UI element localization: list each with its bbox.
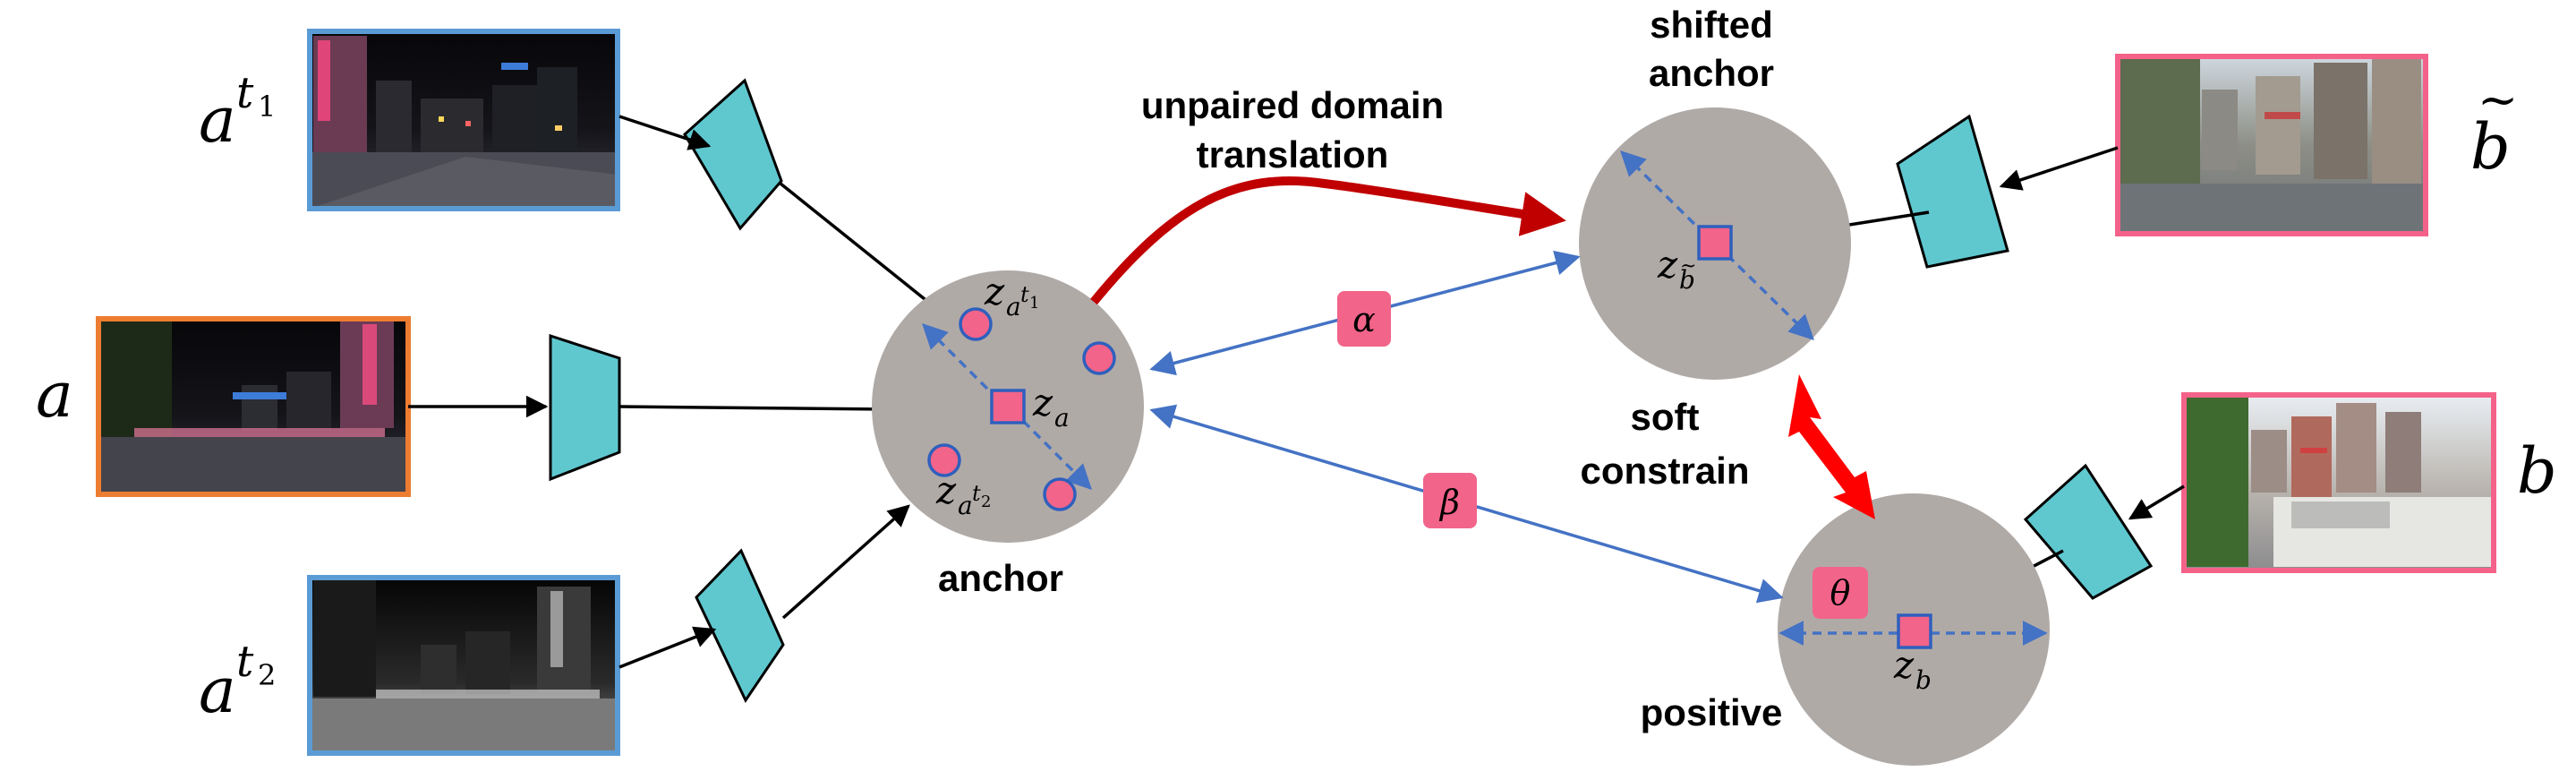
z-b-sub: b xyxy=(1915,665,1932,695)
image-a-t2 xyxy=(307,575,620,756)
shifted-dashed-arrows xyxy=(1620,150,1815,340)
encoder-a xyxy=(549,333,621,482)
shifted-anchor-label-line1: shifted xyxy=(1650,4,1773,46)
z-b-base: z xyxy=(1893,643,1915,687)
z-a-t1-base: z xyxy=(984,270,1005,313)
label-a-t2-sub: 2 xyxy=(258,658,276,692)
image-a xyxy=(96,316,411,497)
encoder-b xyxy=(2023,463,2154,600)
label-z-a-t1: z a t 1 xyxy=(984,270,1039,321)
label-a-t2-base: a xyxy=(199,654,236,727)
label-a-t2: a t 2 xyxy=(199,637,276,727)
label-b-tilde-base: b xyxy=(2470,110,2511,184)
label-a-t1-base: a xyxy=(199,83,236,157)
label-a-t1-sub: 1 xyxy=(258,90,276,124)
label-z-a: z a xyxy=(1032,381,1070,433)
label-a-t1-sup: t xyxy=(236,68,254,118)
z-a-sub: a xyxy=(1054,403,1070,433)
image-a-t1 xyxy=(307,29,620,211)
label-a-t1: a t 1 xyxy=(199,68,276,157)
neighbor-points xyxy=(927,307,1116,511)
z-a-t1-subsupsub: 1 xyxy=(1029,294,1039,313)
embedding-squares xyxy=(990,225,1932,649)
shifted-anchor-label-line2: anchor xyxy=(1649,52,1774,94)
soft-constrain-line2: constrain xyxy=(1580,450,1749,492)
z-a-t2-sub: a xyxy=(958,491,973,520)
alpha-label: α xyxy=(1352,300,1376,339)
beta-badge: β xyxy=(1423,473,1477,528)
z-a-t2-subsupsub: 2 xyxy=(981,493,991,511)
beta-label: β xyxy=(1438,483,1460,522)
positive-label: positive xyxy=(1641,691,1783,733)
translation-arrow xyxy=(1090,176,1566,305)
z-b-tilde-sub: b xyxy=(1679,265,1695,295)
encoder-a-t1 xyxy=(683,78,783,231)
z-a-t1-sub: a xyxy=(1006,292,1021,321)
theta-badge: θ xyxy=(1813,567,1868,619)
image-b xyxy=(2181,392,2496,573)
encoder-b-tilde xyxy=(1896,114,2009,269)
anchor-label: anchor xyxy=(938,557,1063,599)
label-b: b xyxy=(2517,434,2557,508)
soft-constrain-arrow xyxy=(1788,374,1875,519)
soft-constrain-line1: soft xyxy=(1631,396,1700,438)
z-a-t2-base: z xyxy=(935,468,957,512)
z-a-base: z xyxy=(1032,381,1053,424)
image-b-tilde xyxy=(2115,54,2428,236)
label-a: a xyxy=(36,358,73,432)
label-z-b: z b xyxy=(1893,643,1932,695)
encoder-a-t2 xyxy=(695,548,785,704)
translation-label-line2: translation xyxy=(1197,133,1389,176)
anchor-dashed-arrows xyxy=(922,323,1092,490)
z-a-t1-subsup: t xyxy=(1020,282,1029,307)
label-z-a-t2: z a t 2 xyxy=(935,468,991,520)
z-b-tilde-base: z xyxy=(1657,243,1678,287)
translation-label-line1: unpaired domain xyxy=(1141,84,1444,126)
z-b-tilde-accent: ~ xyxy=(1680,255,1696,278)
theta-label: θ xyxy=(1830,573,1851,613)
label-b-tilde-accent: ~ xyxy=(2478,72,2518,128)
label-a-t2-sup: t xyxy=(236,637,254,687)
label-z-b-tilde: z b ~ xyxy=(1657,243,1696,295)
label-b-tilde: b ~ xyxy=(2470,72,2518,184)
z-a-t2-subsup: t xyxy=(972,481,981,506)
alpha-badge: α xyxy=(1337,291,1391,347)
